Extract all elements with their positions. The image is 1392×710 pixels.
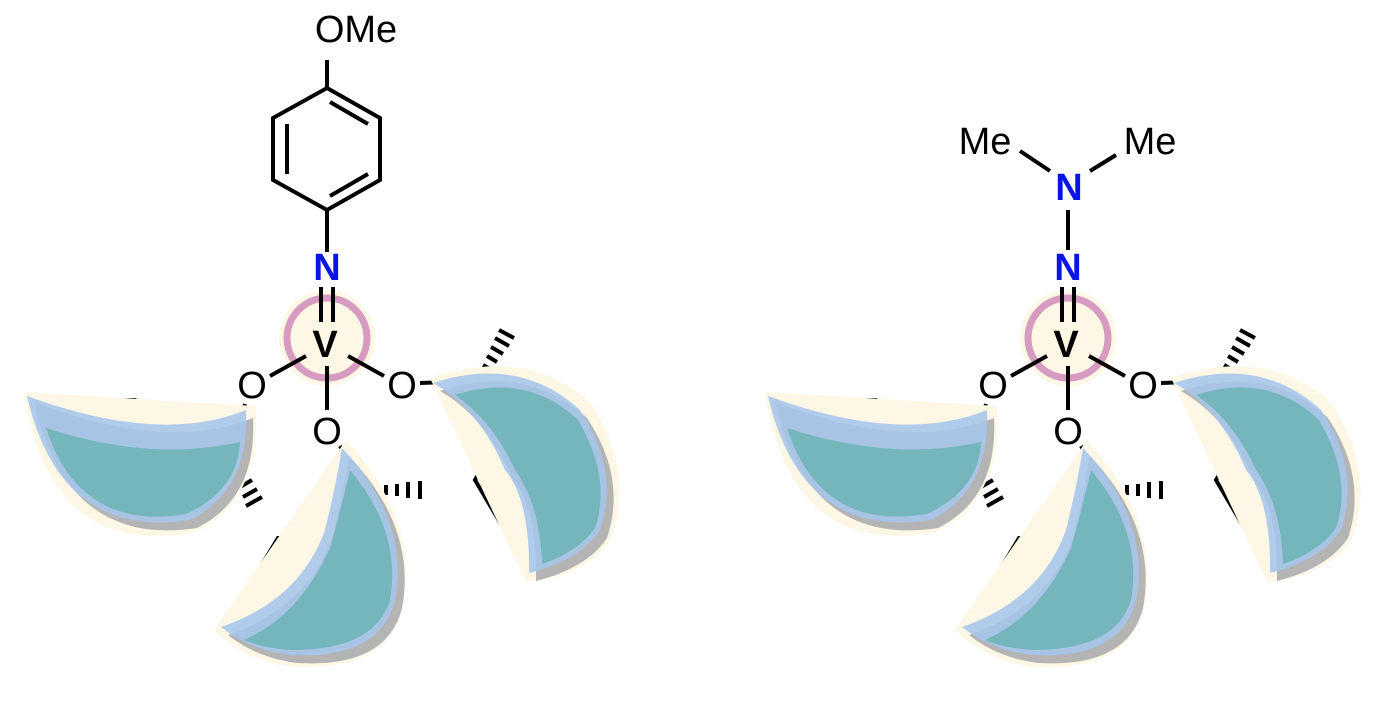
- oxygen-label: O: [237, 365, 267, 407]
- oxygen-label: O: [978, 365, 1008, 407]
- imido-nitrogen-label: N: [1054, 247, 1081, 289]
- vanadium-label: V: [312, 324, 338, 366]
- oxygen-label: O: [1053, 411, 1083, 453]
- vanadium-label: V: [1053, 324, 1079, 366]
- oxygen-label: O: [387, 365, 417, 407]
- methoxy-label: OMe: [315, 9, 397, 51]
- oxygen-label: O: [1128, 365, 1158, 407]
- molecule-hydrazido: Me Me N N V O O O: [765, 121, 1361, 667]
- methyl-left-label: Me: [959, 121, 1012, 163]
- molecule-aryl-imido: OMe N V O O O: [24, 9, 620, 667]
- amine-nitrogen-label: N: [1055, 167, 1082, 209]
- methyl-right-label: Me: [1124, 121, 1177, 163]
- imido-nitrogen-label: N: [313, 247, 340, 289]
- oxygen-label: O: [312, 411, 342, 453]
